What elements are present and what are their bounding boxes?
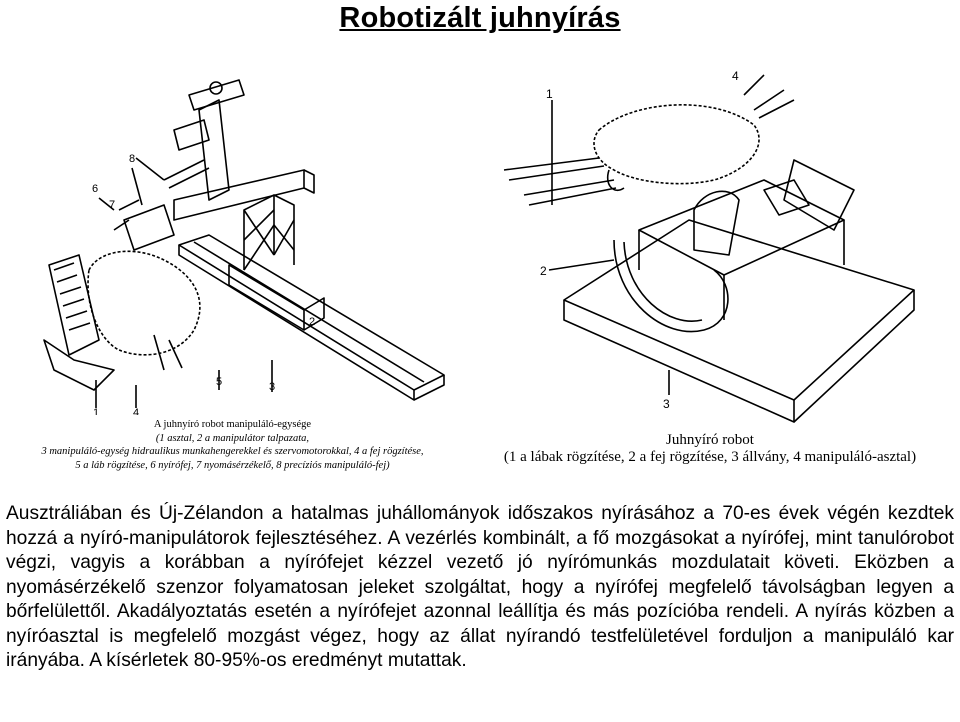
label-4: 4	[133, 407, 139, 415]
label-1: 1	[93, 407, 99, 415]
page-title: Robotizált juhnyírás	[339, 2, 621, 34]
robot-label-1: 1	[546, 87, 553, 101]
caption-title: A juhnyíró robot manipuláló-egysége	[153, 419, 312, 430]
shearing-robot-drawing: 1 2 3 4	[503, 70, 915, 423]
robot-caption-title: Juhnyíró robot	[666, 432, 754, 448]
robot-caption-sub: (1 a lábak rögzítése, 2 a fej rögzítése,…	[503, 449, 917, 465]
caption-line-3: 3 manipuláló-egység hidraulikus munkahen…	[41, 446, 424, 457]
shearing-robot-figure: 1 2 3 4 Juhnyíró robot (1 a lábak rögzít…	[464, 70, 956, 483]
label-7: 7	[109, 199, 115, 211]
body-paragraph: Ausztráliában és Új-Zélandon a hatalmas …	[6, 503, 954, 671]
robot-label-3: 3	[663, 397, 670, 411]
label-6: 6	[92, 183, 98, 195]
manipulator-unit-figure: 1 4 5 3 6 8 7 2 A juhnyíró robot manipul…	[4, 70, 459, 483]
label-5: 5	[216, 376, 222, 388]
caption-line-2: (1 asztal, 2 a manipulátor talpazata,	[155, 432, 310, 444]
manipulator-drawing: 1 4 5 3 6 8 7 2	[43, 79, 445, 415]
caption-line-4: 5 a láb rögzítése, 6 nyírófej, 7 nyomásé…	[75, 459, 390, 471]
label-3: 3	[269, 381, 275, 393]
label-8: 8	[129, 153, 135, 165]
manipulator-caption: A juhnyíró robot manipuláló-egysége (1 a…	[6, 418, 459, 472]
label-2: 2	[309, 316, 315, 328]
robot-caption: Juhnyíró robot (1 a lábak rögzítése, 2 a…	[468, 432, 952, 466]
robot-label-4: 4	[732, 70, 739, 83]
robot-label-2: 2	[540, 264, 547, 278]
